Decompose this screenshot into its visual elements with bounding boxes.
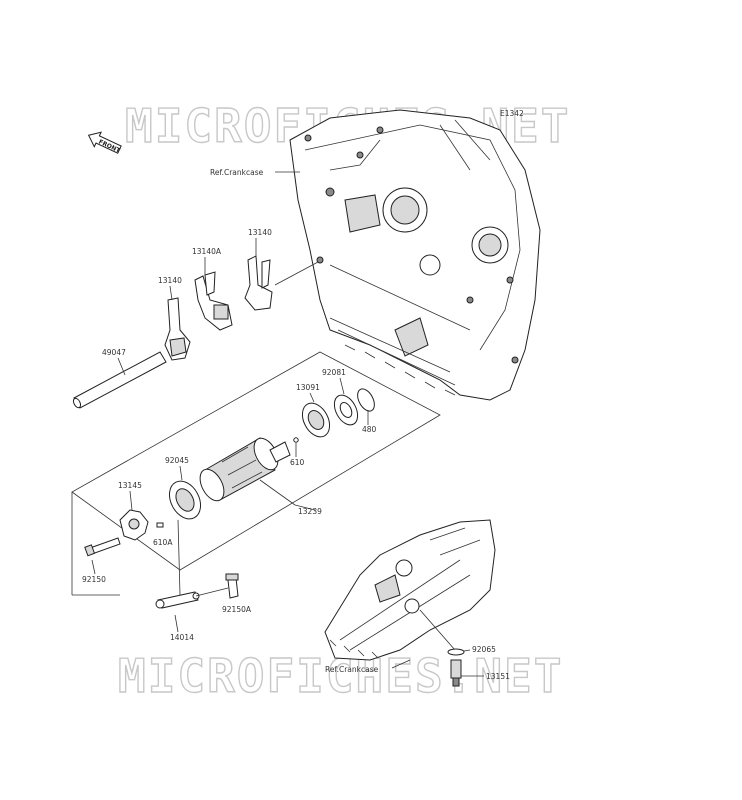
gear-92081 bbox=[333, 394, 359, 426]
label-13140-left: 13140 bbox=[158, 276, 182, 285]
label-13091: 13091 bbox=[296, 383, 320, 392]
pin-610A bbox=[156, 522, 164, 528]
label-610A: 610A bbox=[153, 538, 173, 547]
label-13239: 13239 bbox=[298, 507, 322, 516]
label-92065: 92065 bbox=[472, 645, 496, 654]
label-92150A: 92150A bbox=[222, 605, 252, 614]
label-13140A: 13140A bbox=[192, 247, 222, 256]
star-cam-13145 bbox=[119, 509, 149, 541]
label-610: 610 bbox=[290, 458, 305, 467]
assembly-outline bbox=[71, 351, 441, 571]
label-13145: 13145 bbox=[118, 481, 142, 490]
label-13151: 13151 bbox=[486, 672, 510, 681]
circlip-480 bbox=[357, 388, 375, 412]
ref-crankcase-upper: Ref.Crankcase bbox=[210, 168, 264, 177]
shift-fork-13140-top bbox=[244, 255, 273, 311]
label-13140-top: 13140 bbox=[248, 228, 272, 237]
label-92081: 92081 bbox=[322, 368, 346, 377]
label-92150: 92150 bbox=[82, 575, 106, 584]
o-ring-92065 bbox=[447, 648, 465, 656]
lever-14014 bbox=[155, 591, 200, 609]
ref-crankcase-lower: Ref.Crankcase bbox=[325, 665, 379, 674]
bearing-92045 bbox=[168, 480, 202, 520]
label-14014: 14014 bbox=[170, 633, 194, 642]
crankcase-upper bbox=[289, 109, 541, 401]
label-92045: 92045 bbox=[165, 456, 189, 465]
shift-fork-13140-left bbox=[164, 297, 191, 361]
shift-fork-13140A bbox=[194, 271, 233, 331]
diagram-code: E1342 bbox=[500, 109, 524, 118]
shift-rod-49047 bbox=[72, 351, 167, 409]
crankcase-lower bbox=[324, 519, 496, 661]
neutral-switch-13151 bbox=[450, 659, 462, 687]
pin-610 bbox=[293, 437, 299, 443]
shift-drum-13239 bbox=[199, 437, 291, 502]
bolt-92150A bbox=[225, 573, 239, 599]
label-49047: 49047 bbox=[102, 348, 126, 357]
label-480: 480 bbox=[362, 425, 377, 434]
front-arrow-icon: FRONT bbox=[87, 131, 122, 155]
needle-bearing-13091 bbox=[301, 402, 331, 438]
bolt-92150 bbox=[84, 537, 121, 557]
